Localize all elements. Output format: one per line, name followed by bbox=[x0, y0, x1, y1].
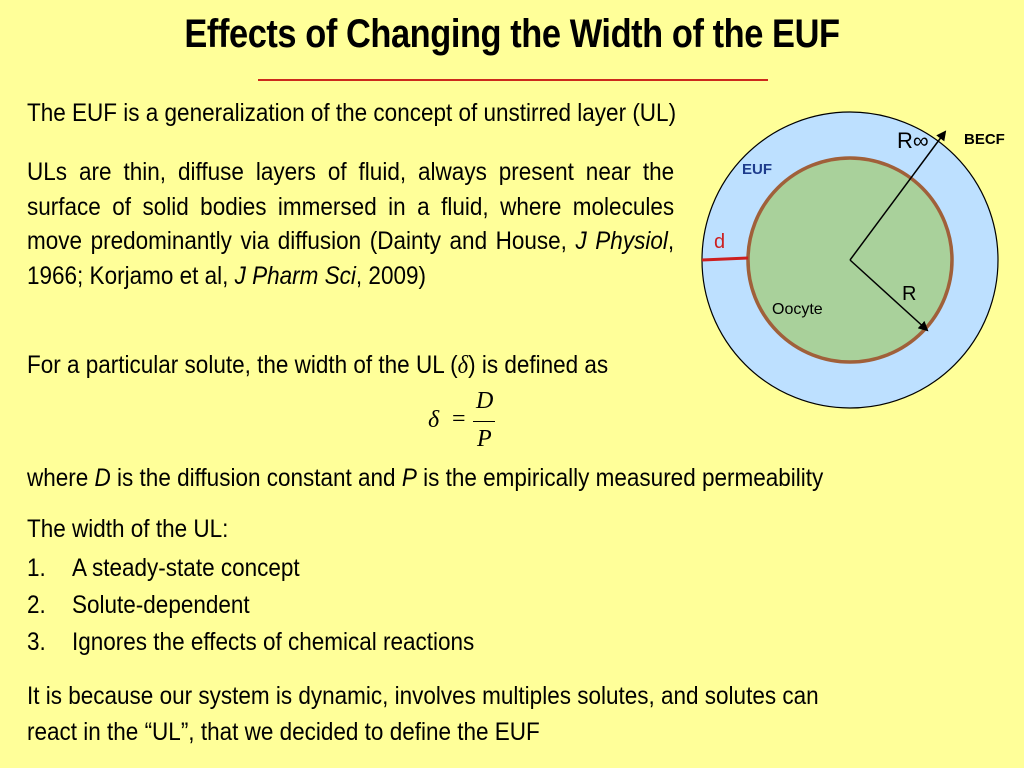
euf-label: EUF bbox=[742, 161, 772, 178]
r-infinity-arrow bbox=[849, 130, 947, 261]
d-width-line bbox=[701, 256, 749, 262]
r-infinity-label: R∞ bbox=[897, 128, 929, 153]
d-label: d bbox=[714, 231, 725, 253]
slide-title: Effects of Changing the Width of the EUF bbox=[184, 12, 840, 56]
list-heading: The width of the UL: bbox=[27, 515, 229, 543]
journal-physiol: J Physiol bbox=[575, 227, 668, 255]
width-equation: δ = D P bbox=[426, 387, 506, 457]
delta-symbol: δ bbox=[457, 352, 469, 379]
where-line: where D is the diffusion constant and P … bbox=[27, 464, 824, 492]
equation-numerator: D bbox=[476, 388, 494, 414]
equation-denominator: P bbox=[477, 426, 492, 452]
oocyte-label: Oocyte bbox=[772, 301, 823, 318]
intro-text: The EUF is a generalization of the conce… bbox=[27, 99, 677, 127]
becf-label: BECF bbox=[964, 131, 1005, 148]
journal-pharm-sci: J Pharm Sci bbox=[234, 261, 356, 290]
conclusion: It is because our system is dynamic, inv… bbox=[27, 682, 819, 746]
oocyte-diagram: BECF R∞ EUF d R Oocyte bbox=[701, 111, 1005, 409]
equation-delta: δ bbox=[428, 407, 440, 433]
width-definition: For a particular solute, the width of th… bbox=[27, 351, 609, 379]
ul-paragraph: ULs are thin, diffuse layers of fluid, a… bbox=[27, 158, 675, 290]
fraction-bar bbox=[473, 421, 495, 422]
r-label: R bbox=[902, 283, 916, 305]
title-underline bbox=[258, 79, 768, 81]
r-arrow bbox=[849, 259, 929, 332]
equation-equals: = bbox=[452, 406, 466, 432]
